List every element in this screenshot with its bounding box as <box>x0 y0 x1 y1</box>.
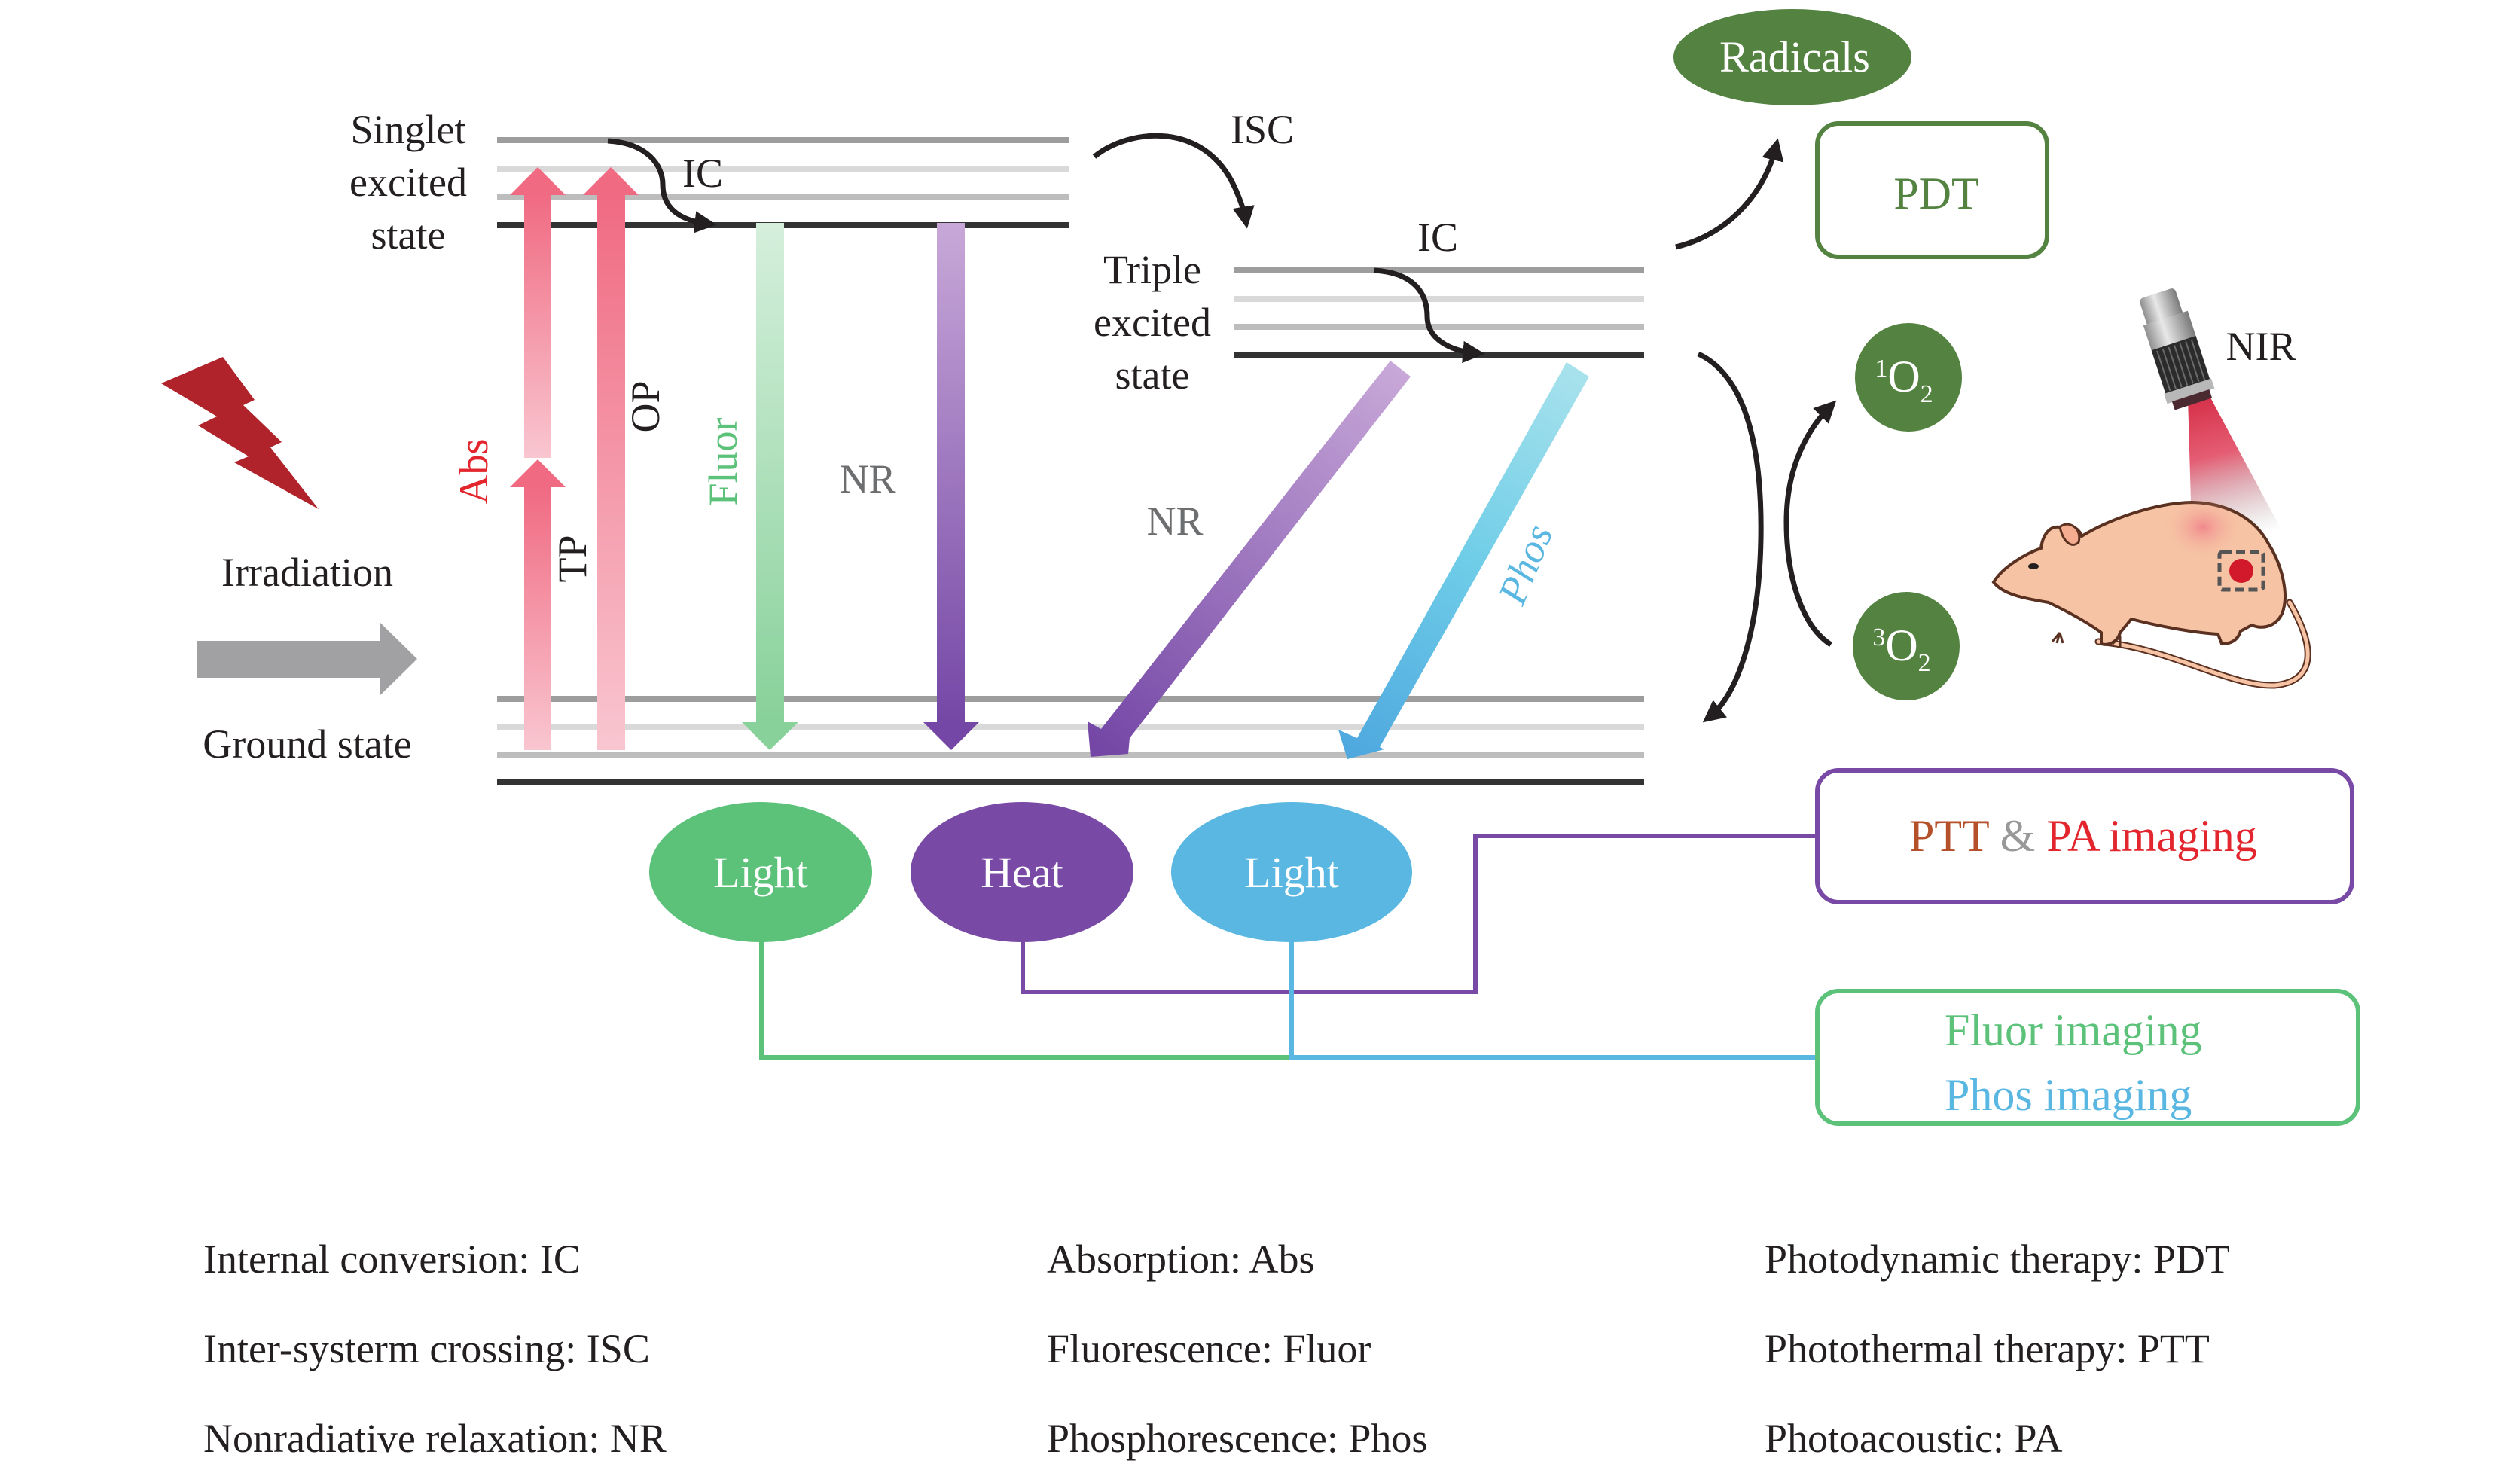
ic-singlet-label: IC <box>682 151 723 196</box>
oxygen-activation-arrow <box>1783 400 1837 647</box>
irradiation-label: Irradiation <box>221 550 393 595</box>
lightning-bolt-icon <box>161 357 319 509</box>
op-label: OP <box>623 380 668 432</box>
ic-triplet-arrow <box>1373 267 1485 364</box>
ground-level-0 <box>497 779 1644 785</box>
singlet-label-line1: Singlet <box>350 107 465 152</box>
singlet-levels <box>497 137 1069 228</box>
heat-node: Heat <box>911 802 1133 942</box>
pdt-box: PDT <box>1815 121 2049 259</box>
singlet-level-2 <box>497 166 1069 172</box>
singlet-level-3 <box>497 137 1069 143</box>
nr-singlet-label: NR <box>839 456 895 502</box>
tp-label: TP <box>550 535 595 582</box>
light-phos-label: Light <box>1244 848 1339 897</box>
light-phos-node: Light <box>1171 802 1412 942</box>
triplet-levels <box>1234 267 1644 358</box>
abs-label: Abs <box>451 438 496 504</box>
singlet-label-line2: excited <box>349 160 467 205</box>
fluor-connector <box>759 942 1291 1060</box>
oxygen-return-arrow <box>1697 351 1764 723</box>
light-fluor-node: Light <box>649 802 872 942</box>
triplet-label-line1: Triple <box>1103 247 1201 292</box>
legend-isc: Inter-systerm crossing: ISC <box>203 1326 650 1371</box>
irradiation-arrow-icon <box>197 623 417 695</box>
legend-nr: Nonradiative relaxation: NR <box>203 1416 667 1461</box>
ptt-pa-box: PTT & PA imaging <box>1815 768 2354 904</box>
phos-arrow <box>1338 362 1589 759</box>
ic-triplet-label: IC <box>1417 215 1458 260</box>
isc-arrow <box>1092 133 1255 229</box>
heat-label: Heat <box>981 848 1063 897</box>
mouse-icon <box>1991 497 2311 689</box>
fluor-imaging-label: Fluor imaging <box>1945 1005 2202 1055</box>
singlet-label-line3: state <box>371 212 446 258</box>
radicals-arrow <box>1675 138 1784 250</box>
op-arrow <box>583 167 639 750</box>
isc-label: ISC <box>1231 107 1294 152</box>
pdt-label: PDT <box>1893 169 1978 218</box>
legend-abs: Absorption: Abs <box>1047 1237 1315 1282</box>
abbreviation-legend: Internal conversion: IC Inter-systerm cr… <box>203 1237 2230 1461</box>
ground-level-2 <box>497 724 1644 730</box>
phos-connector <box>1289 942 1817 1060</box>
nir-label: NIR <box>2226 324 2296 369</box>
light-fluor-label: Light <box>713 848 808 897</box>
phos-imaging-label: Phos imaging <box>1945 1070 2192 1120</box>
nr-triplet-arrow <box>1088 361 1411 757</box>
singlet-oxygen-node: 1O2 <box>1855 323 1962 432</box>
nr-triplet-label: NR <box>1146 499 1203 544</box>
singlet-level-1 <box>497 194 1069 200</box>
triplet-label-line2: excited <box>1094 300 1211 345</box>
ground-level-1 <box>497 752 1644 758</box>
ic-singlet-arrow <box>607 138 717 233</box>
ground-state-label: Ground state <box>203 721 411 767</box>
triplet-level-3 <box>1234 267 1644 273</box>
tp-arrow-lower <box>510 459 566 750</box>
triplet-level-1 <box>1234 324 1644 330</box>
legend-ic: Internal conversion: IC <box>203 1237 581 1282</box>
legend-pdt: Photodynamic therapy: PDT <box>1765 1237 2230 1282</box>
radicals-label: Radicals <box>1719 32 1870 81</box>
fluor-label: Fluor <box>700 417 746 505</box>
abs-arrow-upper <box>510 167 566 458</box>
legend-pa: Photoacoustic: PA <box>1765 1416 2063 1461</box>
nr-singlet-arrow <box>923 223 979 750</box>
fluor-arrow <box>742 223 798 750</box>
legend-fluor: Fluorescence: Fluor <box>1047 1326 1371 1371</box>
fluor-phos-imaging-box: Fluor imaging Phos imaging <box>1815 989 2360 1126</box>
ground-levels <box>497 696 1644 785</box>
radicals-node: Radicals <box>1673 9 1911 105</box>
ground-level-3 <box>497 696 1644 702</box>
ptt-pa-text: PTT & PA imaging <box>1909 811 2257 861</box>
triplet-oxygen-node: 3O2 <box>1853 592 1960 700</box>
legend-phos: Phosphorescence: Phos <box>1047 1416 1427 1461</box>
heat-connector <box>1021 834 1817 994</box>
singlet-oxygen-formula: 1O2 <box>1875 352 1933 408</box>
triplet-level-0 <box>1234 352 1644 358</box>
triplet-level-2 <box>1234 296 1644 302</box>
triplet-oxygen-formula: 3O2 <box>1872 621 1930 677</box>
triplet-label-line3: state <box>1115 352 1190 398</box>
legend-ptt: Photothermal therapy: PTT <box>1765 1326 2210 1371</box>
